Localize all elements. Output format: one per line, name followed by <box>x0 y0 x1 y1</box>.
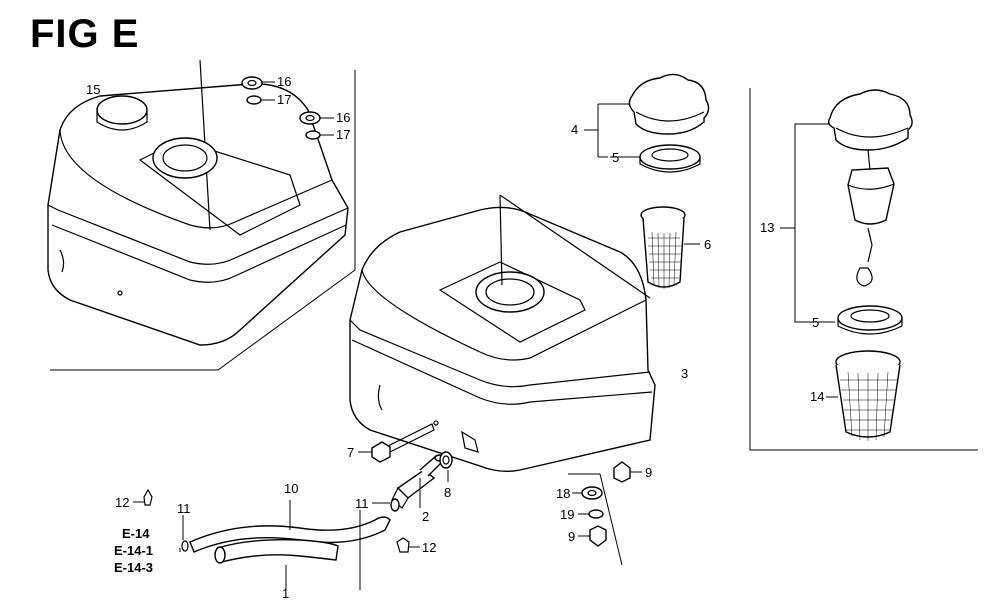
label-4: 4 <box>571 122 578 137</box>
fuel-strainer-14 <box>835 350 901 441</box>
label-1: 1 <box>282 586 289 601</box>
alt-fuel-tank-15 <box>47 59 349 346</box>
label-10: 10 <box>284 481 298 496</box>
o-ring-8 <box>439 451 453 469</box>
label-7: 7 <box>347 445 354 460</box>
label-13: 13 <box>760 220 774 235</box>
cap-seal-5-upper <box>610 144 701 173</box>
washers-16-17 <box>241 76 334 140</box>
label-5b: 5 <box>812 315 819 330</box>
clip-12-left <box>133 488 153 506</box>
cap-seal-5-lower <box>837 305 903 335</box>
label-16a: 16 <box>277 74 291 89</box>
label-12b: 12 <box>422 540 436 555</box>
right-panel-border <box>749 88 978 451</box>
label-15: 15 <box>86 82 100 97</box>
label-9b: 9 <box>568 529 575 544</box>
clip-12-right <box>396 537 420 553</box>
label-16b: 16 <box>336 110 350 125</box>
label-3: 3 <box>681 366 688 381</box>
label-11b: 11 <box>177 501 191 516</box>
ref-e14-3: E-14-3 <box>114 560 153 575</box>
label-9a: 9 <box>645 465 652 480</box>
ref-e14: E-14 <box>122 526 150 541</box>
label-11a: 11 <box>355 496 369 511</box>
label-2: 2 <box>422 509 429 524</box>
fuel-valve-2 <box>390 454 446 512</box>
fuel-cap-set-13 <box>827 89 913 287</box>
label-12a: 12 <box>115 495 129 510</box>
figure-title: FIG E <box>30 12 140 56</box>
label-19: 19 <box>560 507 574 522</box>
bolt-7 <box>371 423 435 463</box>
fuel-tube-10 <box>189 500 391 564</box>
label-5a: 5 <box>612 150 619 165</box>
fuel-cap-4 <box>598 73 710 135</box>
ref-e14-1: E-14-1 <box>114 543 153 558</box>
label-8: 8 <box>444 485 451 500</box>
label-17b: 17 <box>336 127 350 142</box>
label-17a: 17 <box>277 92 291 107</box>
label-6: 6 <box>704 237 711 252</box>
right-bracket-parts <box>568 461 642 566</box>
label-14: 14 <box>810 389 824 404</box>
fuel-strainer-6 <box>640 206 700 289</box>
alt-tank-panel-border <box>50 70 356 371</box>
fuel-tank-3 <box>349 194 656 473</box>
clip-11-left <box>181 515 189 552</box>
label-18: 18 <box>556 486 570 501</box>
